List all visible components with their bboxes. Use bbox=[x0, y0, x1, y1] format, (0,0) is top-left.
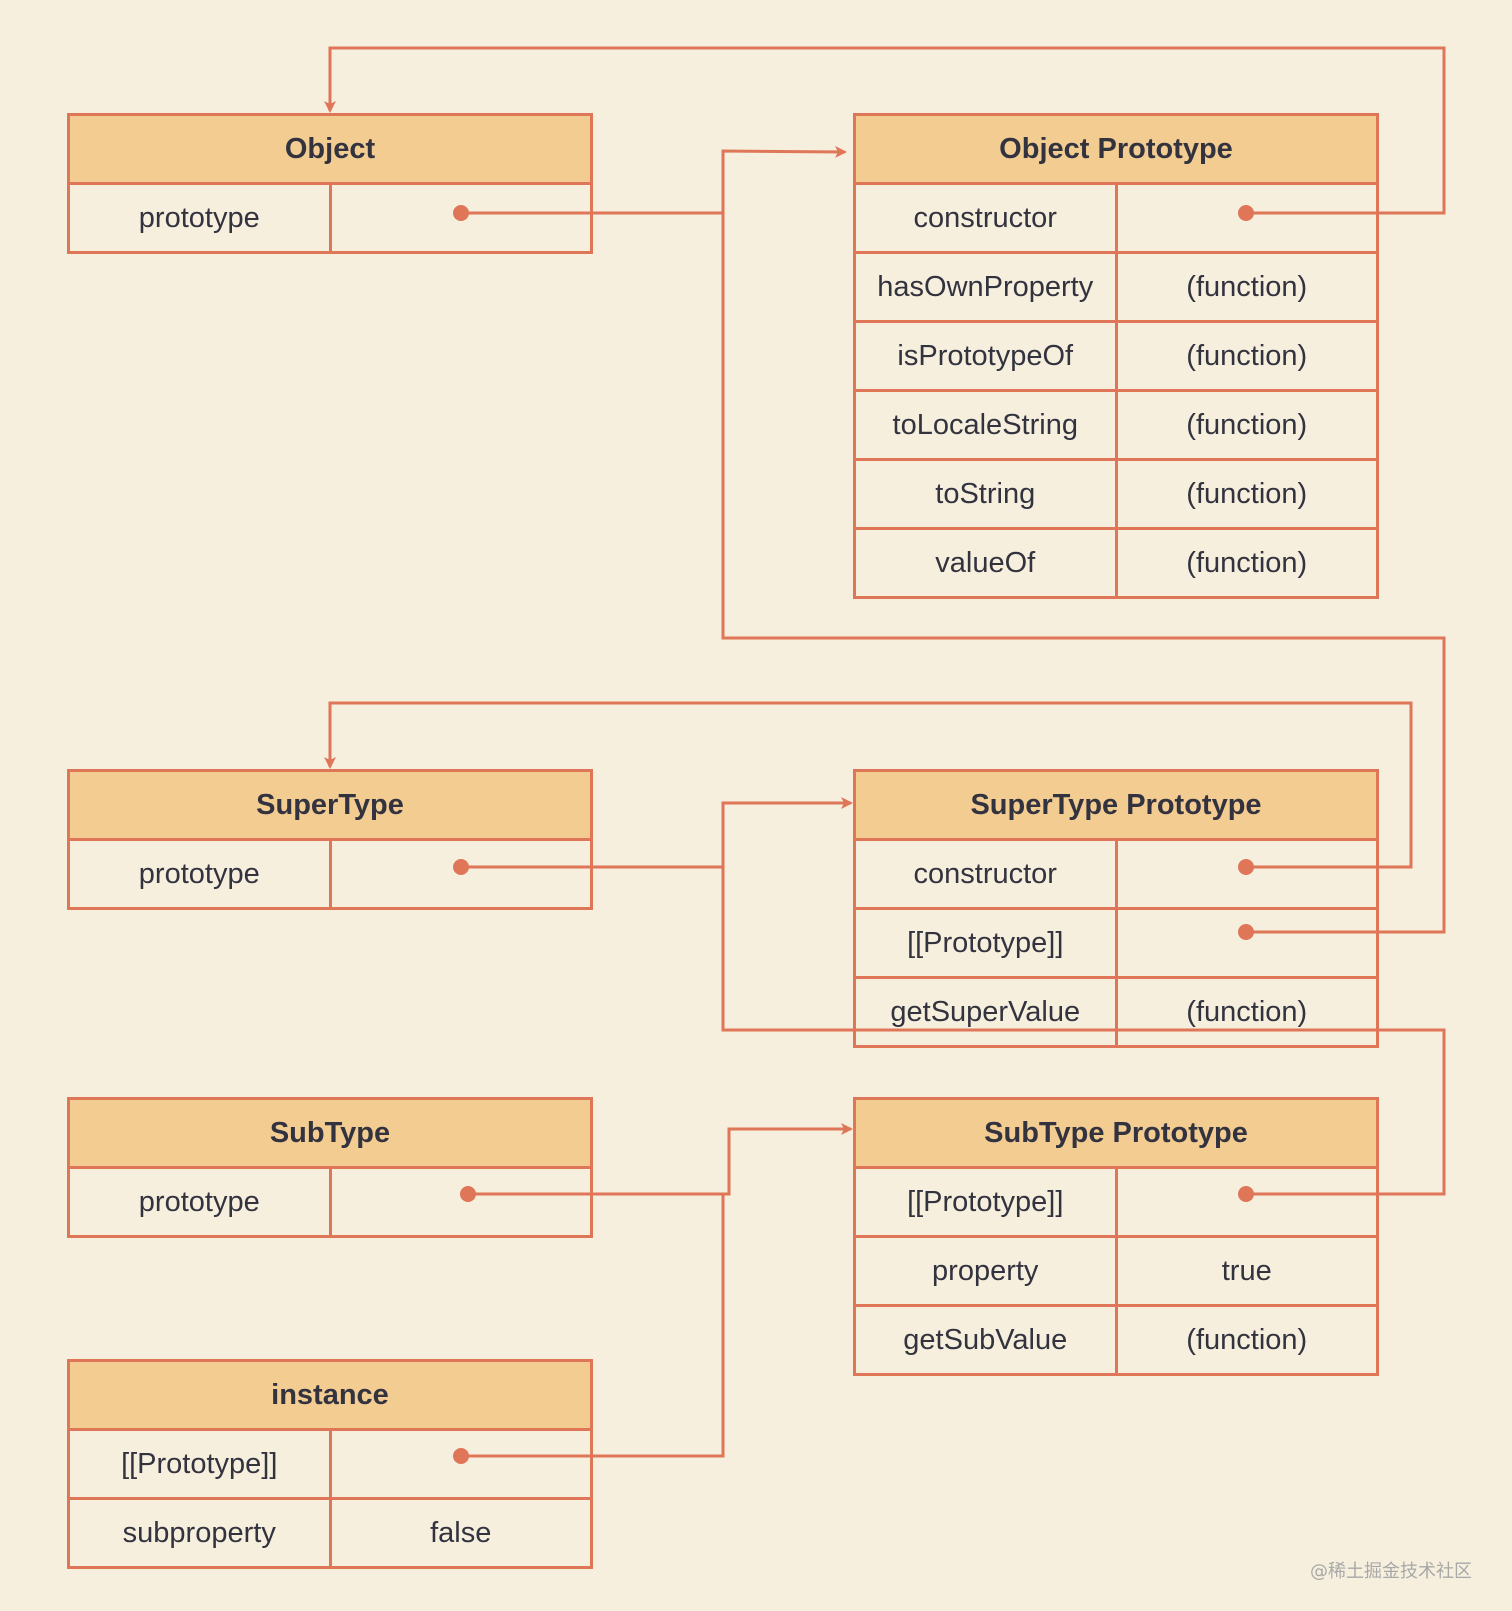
property-value: (function) bbox=[1114, 1304, 1379, 1376]
subtype-prototype-pointer-dot bbox=[460, 1186, 476, 1202]
subtype-prototype-title: SubType Prototype bbox=[853, 1097, 1379, 1169]
supertype-prototype-title: SuperType Prototype bbox=[853, 769, 1379, 841]
object-prototype-box: Object Prototype constructor hasOwnPrope… bbox=[853, 113, 1379, 599]
supertype-box: SuperType prototype bbox=[67, 769, 593, 910]
subtype-prototype-box: SubType Prototype [[Prototype]] property… bbox=[853, 1097, 1379, 1376]
property-key: getSuperValue bbox=[853, 976, 1118, 1048]
property-value: (function) bbox=[1114, 976, 1379, 1048]
supertype-prototype-wire bbox=[461, 797, 853, 869]
supertype-prototype-proto-wire bbox=[721, 213, 1446, 934]
supertype-prototype-box: SuperType Prototype constructor [[Protot… bbox=[853, 769, 1379, 1048]
property-value: (function) bbox=[1114, 320, 1379, 392]
property-value: (function) bbox=[1114, 251, 1379, 323]
property-key: valueOf bbox=[853, 527, 1118, 599]
property-key: toLocaleString bbox=[853, 389, 1118, 461]
property-value: (function) bbox=[1114, 527, 1379, 599]
object-prototype-constructor-pointer-dot bbox=[1238, 205, 1254, 221]
instance-prototype-key: [[Prototype]] bbox=[67, 1428, 332, 1500]
property-key: property bbox=[853, 1235, 1118, 1307]
property-key: [[Prototype]] bbox=[853, 1166, 1118, 1238]
instance-subproperty-value: false bbox=[328, 1497, 593, 1569]
property-value: (function) bbox=[1114, 458, 1379, 530]
instance-prototype-wire bbox=[461, 1194, 725, 1458]
object-box: Object prototype bbox=[67, 113, 593, 254]
property-key: toString bbox=[853, 458, 1118, 530]
supertype-prototype-proto-pointer-dot bbox=[1238, 924, 1254, 940]
property-value: true bbox=[1114, 1235, 1379, 1307]
object-prototype-title: Object Prototype bbox=[853, 113, 1379, 185]
subtype-prototype-proto-pointer-dot bbox=[1238, 1186, 1254, 1202]
instance-title: instance bbox=[67, 1359, 593, 1431]
subtype-box: SubType prototype bbox=[67, 1097, 593, 1238]
watermark: @稀土掘金技术社区 bbox=[1310, 1561, 1472, 1582]
subtype-prototype-key: prototype bbox=[67, 1166, 332, 1238]
subtype-prototype-wire bbox=[468, 1123, 853, 1196]
property-value: (function) bbox=[1114, 389, 1379, 461]
property-value bbox=[1114, 1166, 1379, 1238]
supertype-title: SuperType bbox=[67, 769, 593, 841]
instance-subproperty-key: subproperty bbox=[67, 1497, 332, 1569]
property-key: isPrototypeOf bbox=[853, 320, 1118, 392]
supertype-prototype-constructor-wire bbox=[324, 701, 1413, 869]
supertype-prototype-constructor-pointer-dot bbox=[1238, 859, 1254, 875]
property-key: getSubValue bbox=[853, 1304, 1118, 1376]
subtype-title: SubType bbox=[67, 1097, 593, 1169]
subtype-prototype-value bbox=[328, 1166, 593, 1238]
object-prototype-wire bbox=[461, 145, 847, 215]
subtype-prototype-proto-wire bbox=[721, 867, 1446, 1196]
object-prototype-pointer-dot bbox=[453, 205, 469, 221]
instance-prototype-value bbox=[328, 1428, 593, 1500]
instance-prototype-pointer-dot bbox=[453, 1448, 469, 1464]
object-prototype-constructor-wire bbox=[324, 46, 1446, 215]
property-key: [[Prototype]] bbox=[853, 907, 1118, 979]
property-key: hasOwnProperty bbox=[853, 251, 1118, 323]
property-key: constructor bbox=[853, 838, 1118, 910]
property-key: constructor bbox=[853, 182, 1118, 254]
supertype-prototype-key: prototype bbox=[67, 838, 332, 910]
object-prototype-key: prototype bbox=[67, 182, 332, 254]
object-title: Object bbox=[67, 113, 593, 185]
property-value bbox=[1114, 907, 1379, 979]
supertype-prototype-pointer-dot bbox=[453, 859, 469, 875]
